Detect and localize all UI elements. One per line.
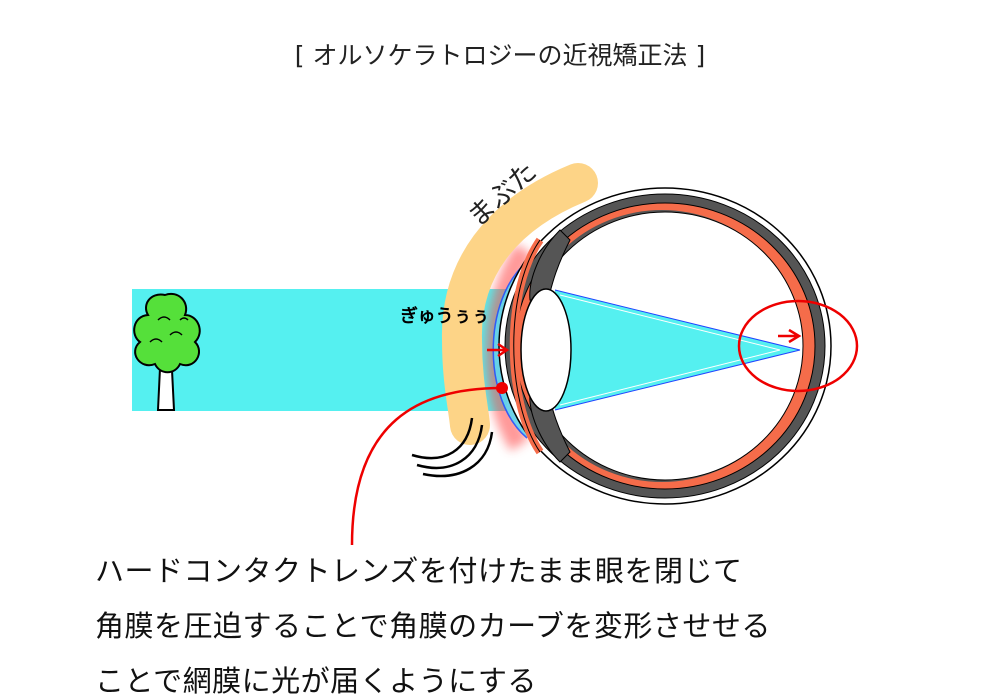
focus-arrow [778,328,802,344]
caption-line-2: 角膜を圧迫することで角膜のカーブを変形させせる [95,609,771,643]
eyelash-icon [411,417,494,478]
callout-dot [496,382,508,394]
crystalline-lens [520,288,572,412]
caption-line-3: ことで網膜に光が届くようにする [95,664,537,698]
callout-line [350,386,503,546]
squeeze-label: ぎゅうぅぅ [400,305,489,327]
focus-highlight-circle [737,299,859,393]
tree-icon [133,292,201,411]
diagram-title: [ オルソケラトロジーの近視矯正法 ] [294,41,706,70]
eyelid [441,163,598,445]
light-cone [555,290,800,410]
pressure-arrow [487,342,510,358]
caption-line-1: ハードコンタクトレンズを付けたまま眼を閉じて [95,554,743,588]
